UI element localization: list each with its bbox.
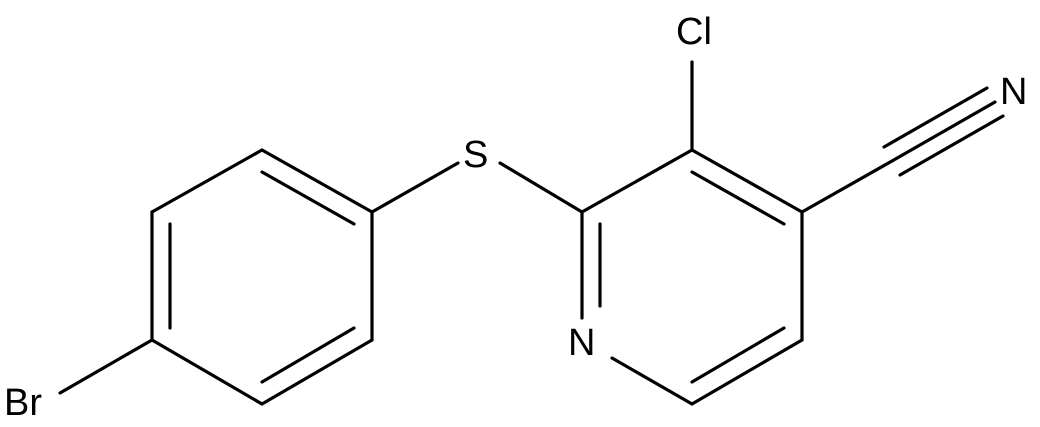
bromophenyl-ring [150, 148, 374, 406]
bond [150, 338, 264, 406]
bond-c-cn [800, 159, 894, 214]
bond-c-br [58, 338, 154, 395]
bond [260, 338, 374, 406]
atom-label-br: Br [4, 382, 42, 424]
bond [882, 86, 989, 149]
bond [890, 100, 997, 163]
bond [150, 148, 264, 214]
bond [580, 148, 694, 214]
bond [690, 170, 786, 226]
triple-bond [882, 86, 1005, 177]
bond [690, 326, 786, 384]
bond [610, 356, 694, 406]
atom-label-cl: Cl [676, 11, 712, 53]
bond [260, 326, 356, 384]
atom-label-n-ring: N [568, 322, 595, 364]
bond [690, 148, 804, 214]
bond [260, 148, 374, 214]
bond-s-c [498, 161, 584, 214]
atom-label-n-nitrile: N [1000, 71, 1027, 113]
bond [898, 114, 1005, 177]
pyridine-ring [580, 148, 804, 406]
atom-label-s: S [463, 134, 488, 176]
bond-c-s [370, 161, 460, 214]
bond [690, 338, 804, 406]
bond [260, 170, 356, 226]
